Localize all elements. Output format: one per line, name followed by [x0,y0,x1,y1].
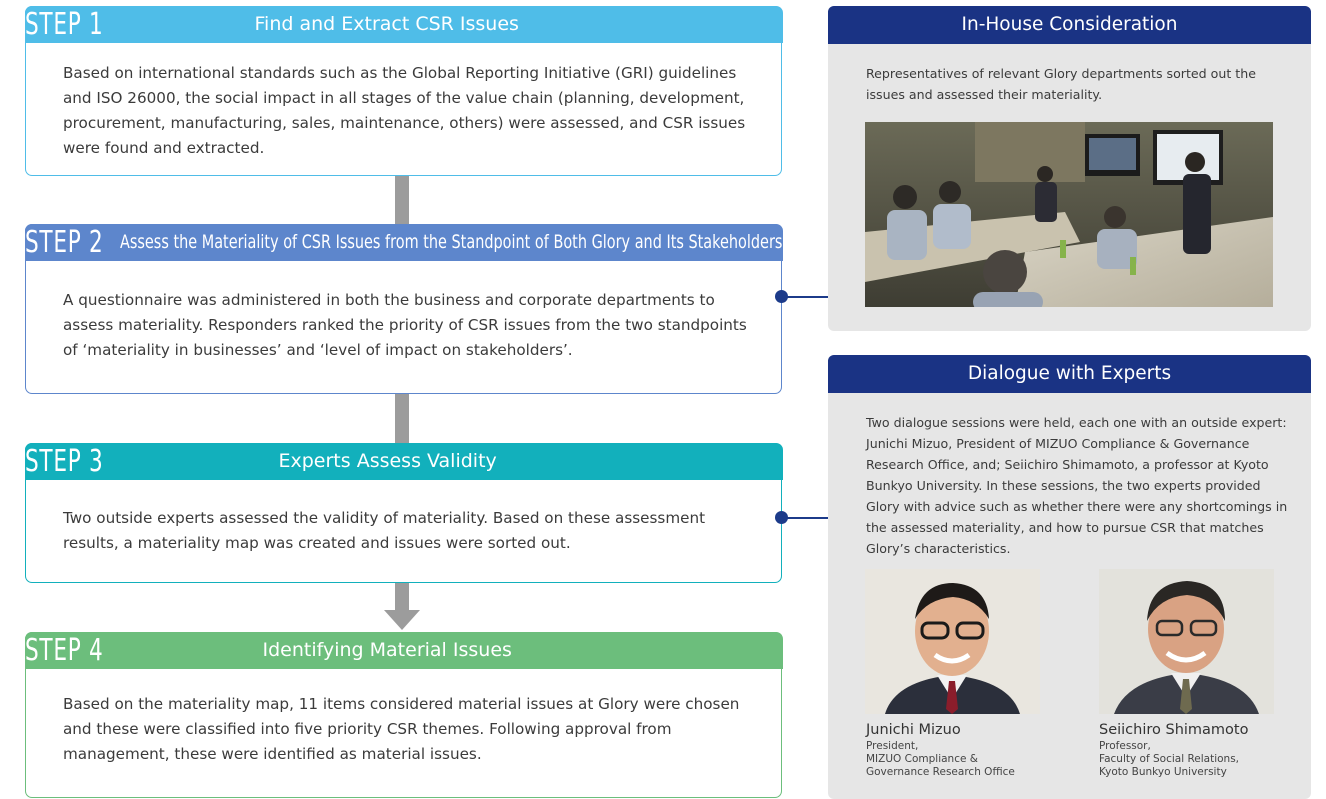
connector-step1-step2 [395,176,409,224]
connector-step3-step4 [395,583,409,611]
meeting-photo [865,122,1273,307]
down-arrow-icon [384,610,420,630]
dialogue-panel: Dialogue with Experts Two dialogue sessi… [828,355,1311,799]
expert-photo-mizuo [865,569,1040,714]
expert-role-mizuo-line1: President, [866,740,919,752]
expert-name-mizuo: Junichi Mizuo [866,722,961,738]
expert-role-mizuo-line2: MIZUO Compliance & [866,753,978,765]
step-4-description: Based on the materiality map, 11 items c… [63,695,740,763]
step-2-header: STEP 2 Assess the Materiality of CSR Iss… [24,223,783,261]
step-4-title: Identifying Material Issues [262,638,512,661]
portrait-icon [1114,581,1259,714]
step-2-title: Assess the Materiality of CSR Issues fro… [119,230,782,253]
expert-role-shimamoto-line3: Kyoto Bunkyo University [1099,766,1227,778]
step-2-label: STEP 2 [24,224,104,260]
step-3-description: Two outside experts assessed the validit… [63,509,706,552]
step-4-box: STEP 4 Identifying Material Issues Based… [24,631,783,798]
step-1-header: STEP 1 Find and Extract CSR Issues [24,5,783,43]
step-1-title: Find and Extract CSR Issues [254,12,519,35]
dialogue-title: Dialogue with Experts [828,355,1311,393]
step-2-description: A questionnaire was administered in both… [63,291,747,359]
step-4-header: STEP 4 Identifying Material Issues [24,631,783,669]
dialogue-description: Two dialogue sessions were held, each on… [866,415,1288,556]
step-2-box: STEP 2 Assess the Materiality of CSR Iss… [24,223,783,394]
step-3-header: STEP 3 Experts Assess Validity [24,442,783,480]
meeting-photo-image [865,122,1273,307]
expert-role-mizuo-line3: Governance Research Office [866,766,1015,778]
in-house-description: Representatives of relevant Glory depart… [866,66,1256,102]
link-line-step3 [781,517,828,519]
step-1-description: Based on international standards such as… [63,64,746,157]
portrait-icon [885,583,1020,714]
step-1-label: STEP 1 [24,6,104,42]
step-4-label: STEP 4 [24,632,104,668]
expert-role-shimamoto-line2: Faculty of Social Relations, [1099,753,1240,765]
connector-step2-step3 [395,394,409,443]
step-3-title: Experts Assess Validity [278,449,497,472]
link-line-step2 [781,296,828,298]
expert-photo-shimamoto [1099,569,1274,714]
in-house-title: In-House Consideration [828,6,1311,44]
expert-name-shimamoto: Seiichiro Shimamoto [1099,722,1249,738]
expert-role-shimamoto-line1: Professor, [1099,740,1151,752]
step-3-box: STEP 3 Experts Assess Validity Two outsi… [24,442,783,583]
in-house-panel: In-House Consideration Representatives o… [828,6,1311,331]
step-1-box: STEP 1 Find and Extract CSR Issues Based… [24,5,783,176]
step-3-label: STEP 3 [24,443,104,479]
